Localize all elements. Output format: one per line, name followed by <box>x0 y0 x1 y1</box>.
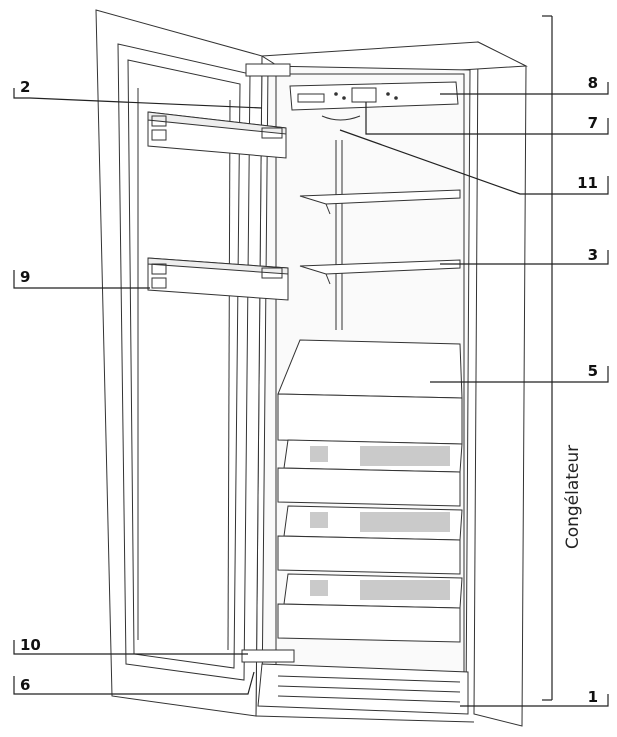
lamp-icon <box>321 115 361 121</box>
door <box>95 9 295 717</box>
button-icon <box>342 96 346 100</box>
callout-2: 2 <box>20 78 30 96</box>
baskets <box>277 439 463 643</box>
callout-11: 11 <box>577 174 598 192</box>
hinge-icon <box>245 63 291 77</box>
basket <box>277 505 463 575</box>
leader-lines <box>13 82 609 707</box>
callout-7: 7 <box>588 114 598 132</box>
callout-3: 3 <box>588 246 598 264</box>
hinge-icon <box>241 649 295 663</box>
basket <box>277 439 463 507</box>
freezer-bracket <box>542 15 553 701</box>
glass-shelves <box>299 140 461 330</box>
callout-5: 5 <box>588 362 598 380</box>
button-icon <box>334 92 338 96</box>
side-label: Congélateur <box>563 445 583 549</box>
top-compartment <box>277 339 463 445</box>
callout-labels: 2 9 10 6 8 7 11 3 5 1 <box>20 74 598 706</box>
callout-10: 10 <box>20 636 41 654</box>
callout-8: 8 <box>588 74 598 92</box>
button-icon <box>394 96 398 100</box>
basket <box>277 573 463 643</box>
display-icon <box>297 93 325 103</box>
callout-6: 6 <box>20 676 30 694</box>
door-balconies <box>147 111 289 301</box>
callout-9: 9 <box>20 268 30 286</box>
control-panel <box>289 81 459 121</box>
callout-1: 1 <box>588 688 598 706</box>
ventilation-grille <box>257 663 469 715</box>
display-window-icon <box>351 87 377 103</box>
button-icon <box>386 92 390 96</box>
